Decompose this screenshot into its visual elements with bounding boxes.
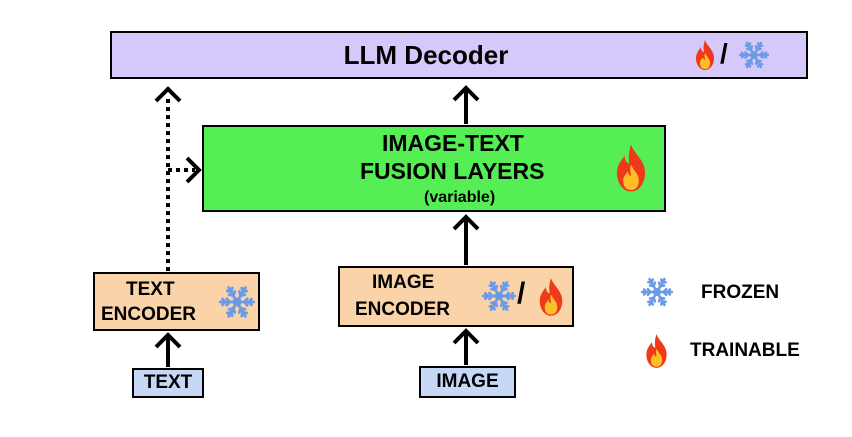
llm-decoder-box	[110, 31, 808, 79]
snowflake-icon	[481, 281, 517, 311]
image-encoder-line-1: IMAGE	[372, 272, 435, 293]
text-input-box	[132, 368, 204, 398]
fire-icon	[646, 334, 667, 368]
fire-icon	[696, 40, 714, 70]
arrowhead	[452, 214, 480, 231]
text-input-label: TEXT	[143, 372, 193, 393]
image-input-box	[419, 366, 516, 398]
image-encoder-line-2: ENCODER	[355, 299, 451, 320]
snowflake-icon	[218, 286, 256, 318]
legend-trainable-label: TRAINABLE	[690, 340, 800, 361]
fusion-layers-box	[202, 125, 666, 212]
text-encoder-line-1: TEXT	[126, 279, 175, 300]
fusion-line-2: FUSION LAYERS	[360, 158, 545, 184]
arrowhead	[154, 332, 182, 349]
fire-icon	[616, 144, 646, 192]
snowflake-icon	[738, 41, 770, 69]
image-encoder-separator: /	[517, 277, 526, 310]
arrowhead	[452, 328, 480, 345]
text-encoder-line-2: ENCODER	[101, 304, 197, 325]
fire-icon	[539, 278, 563, 316]
fusion-line-1: IMAGE-TEXT	[382, 130, 524, 156]
arrowhead	[452, 85, 480, 102]
arrowhead	[185, 156, 202, 184]
decoder-separator: /	[720, 38, 728, 69]
fusion-line-3: (variable)	[424, 189, 496, 206]
snowflake-icon	[640, 277, 674, 307]
llm-decoder-title: LLM Decoder	[343, 40, 509, 70]
arrowhead	[154, 86, 182, 103]
image-encoder-box	[338, 266, 574, 327]
image-input-label: IMAGE	[436, 371, 499, 392]
legend-frozen-label: FROZEN	[701, 282, 780, 303]
